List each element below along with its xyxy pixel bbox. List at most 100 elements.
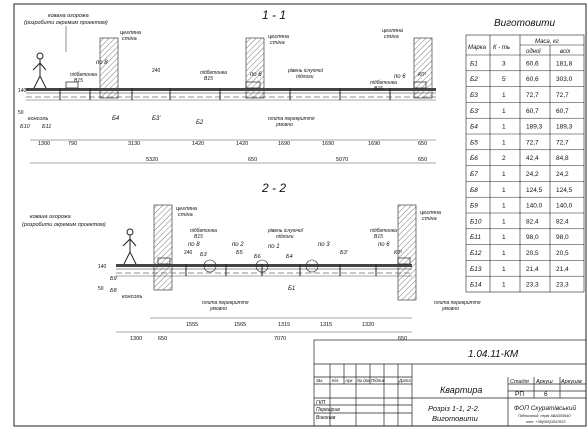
mass-table: [465, 34, 585, 293]
s2-wall-2: [397, 204, 417, 301]
cell-qty: 5: [502, 76, 506, 83]
s1-wall2-label: цегляна: [268, 34, 289, 40]
s1-slab2: умовно: [275, 122, 293, 128]
section2-title: 2 - 2: [261, 181, 286, 195]
stamp-stage: РП: [515, 391, 524, 398]
stamp-h-ndoc: № док: [357, 378, 371, 383]
cell-all: 72,7: [556, 139, 569, 146]
stamp-object: Квартира: [440, 385, 482, 395]
svg-text:1300: 1300: [130, 336, 142, 342]
s2-b1: Б1: [288, 286, 295, 292]
s1-supports: [59, 88, 391, 100]
th-mark: Марка: [468, 45, 487, 51]
svg-text:650: 650: [418, 157, 427, 163]
cell-unit: 140,0: [526, 203, 543, 210]
cell-all: 98,0: [556, 234, 569, 241]
stamp-org2: Підписаний: серія АВА355540: [518, 414, 571, 418]
stamp-sheets-h: Аркушів: [560, 379, 582, 385]
s2-b3p: Б3': [340, 250, 349, 256]
table-title: Виготовити: [494, 18, 556, 29]
svg-text:650: 650: [398, 336, 407, 342]
stamp-sheet-title2: Виготовити: [432, 414, 479, 423]
cell-mark: Б14: [470, 282, 482, 289]
svg-text:1690: 1690: [278, 141, 290, 147]
cell-unit: 98,0: [526, 234, 539, 241]
stamp-h-sign: Підпис: [371, 378, 386, 383]
s1-wall-3: [413, 37, 433, 99]
cell-all: 60,7: [556, 108, 569, 115]
stamp-checked: Перевірив: [316, 407, 340, 413]
s1-b15a2: В15: [74, 78, 83, 84]
cell-mark: Б3': [470, 108, 480, 115]
th-qty: К - ть: [493, 45, 510, 51]
cell-qty: 1: [502, 282, 506, 289]
cell-qty: 1: [502, 108, 506, 115]
cell-qty: 1: [502, 187, 506, 194]
s2-wall2-label2: стіна: [422, 216, 437, 222]
s2-b8: Б8: [110, 288, 118, 294]
s1-beam: [26, 88, 436, 91]
drawing-code: 1.04.11-КМ: [468, 349, 519, 360]
s1-po6b: по 6: [394, 74, 406, 80]
s1-b4: Б4: [112, 116, 120, 122]
s2-b4: Б4: [286, 254, 293, 260]
s2-wall2-label: цегляна: [420, 210, 441, 216]
s1-wall1-label: цегляна: [120, 30, 141, 36]
s2-d50: 50: [98, 286, 104, 292]
cell-qty: 1: [502, 139, 506, 146]
s2-wall1-label2: стіна: [178, 212, 193, 218]
s2-beam: [116, 264, 412, 267]
cell-all: 140,0: [556, 203, 573, 210]
s1-b15b2: В15: [204, 76, 213, 82]
s1-b15b: підбетонка: [200, 70, 227, 76]
s1-b11: Б11: [42, 124, 51, 130]
s2-joint-2: [255, 259, 269, 273]
s2-slab-r: плита перекриття: [434, 300, 481, 306]
cell-qty: 1: [502, 92, 506, 99]
s1-b3p: Б3': [152, 116, 161, 122]
cell-mark: Б2: [470, 76, 478, 83]
svg-text:650: 650: [158, 336, 167, 342]
s2-dimension-row: 1555 1565 1315 1315 1320: [186, 322, 374, 328]
cell-qty: 1: [502, 124, 506, 131]
svg-text:790: 790: [68, 141, 77, 147]
stamp-sheet: 6: [544, 391, 548, 398]
s1-fence-label: кована огорожа: [48, 13, 89, 19]
th-mass: Маса, кг: [535, 39, 559, 45]
s1-po8: по 8: [96, 60, 108, 66]
cell-qty: 1: [502, 218, 506, 225]
s2-b15b2: В15: [374, 234, 383, 240]
cell-all: 303,0: [556, 76, 573, 83]
s2-joint-3: [305, 259, 319, 273]
s2-po8: по 8: [188, 242, 200, 248]
s2-fence-note: (розробити окремим проектом): [22, 222, 106, 228]
s2-po3: по 3: [318, 242, 330, 248]
cell-qty: 1: [502, 266, 506, 273]
s1-floor2: підлоги: [296, 74, 314, 80]
s2-b15b: підбетонка: [370, 228, 397, 234]
cell-unit: 60,6: [526, 76, 539, 83]
svg-text:650: 650: [248, 157, 257, 163]
s2-person-icon: [122, 228, 137, 265]
s2-b3: Б3: [200, 252, 208, 258]
s1-b15c2: В15: [374, 86, 383, 92]
s1-wall-2: [245, 37, 265, 99]
s2-slab2: умовно: [209, 306, 227, 312]
cell-all: 84,8: [556, 155, 569, 162]
stamp-h-ark: Арк: [344, 378, 354, 383]
th-all: всіх: [560, 49, 571, 55]
stamp-stage-h: Стадія: [510, 379, 529, 385]
s2-b15a2: В15: [194, 234, 203, 240]
s2-d140: 140: [98, 264, 107, 270]
svg-text:1315: 1315: [320, 322, 332, 328]
svg-text:3130: 3130: [128, 141, 140, 147]
s1-total-row: 5320 650 5070 650: [146, 157, 427, 163]
cell-unit: 124,5: [526, 187, 543, 194]
svg-text:1420: 1420: [192, 141, 204, 147]
s2-console: консоль: [122, 294, 142, 300]
cell-qty: 3: [502, 60, 506, 67]
s2-wall1-label: цегляна: [176, 206, 197, 212]
th-unit: одної: [526, 49, 541, 55]
